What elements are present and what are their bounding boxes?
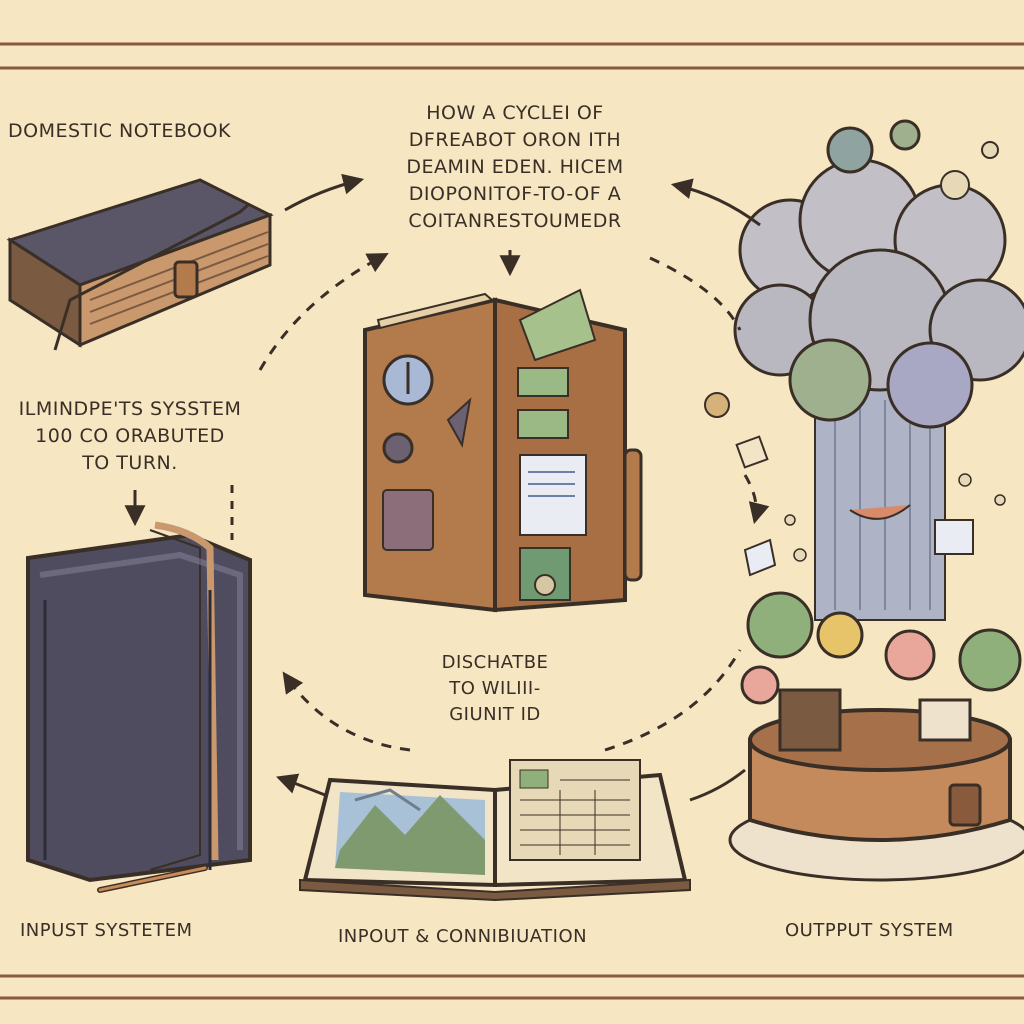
cycle-description: HOW A CYCLEI OF DFREABOT ORON ITH DEAMIN… [360, 100, 670, 235]
input-combination-label: INPOUT & CONNIBIUATION [338, 926, 588, 947]
system-note-line-2: 100 CO ORABUTED [35, 425, 225, 447]
system-note: ILMINDPE'TS SYSSTEM 100 CO ORABUTED TO T… [0, 396, 260, 477]
cycle-description-line-4: DIOPONITOF-TO-OF A [408, 183, 622, 205]
discharge-note: DISCHATBE TO WILIII- GIUNIT ID [415, 650, 575, 728]
system-note-line-3: TO TURN. [82, 452, 178, 474]
output-system-label: OUTPPUT SYSTEM [785, 920, 954, 941]
discharge-note-line-2: TO WILIII- [449, 678, 541, 699]
border-frame [0, 42, 1024, 1000]
discharge-note-line-3: GIUNIT ID [449, 704, 541, 725]
domestic-notebook-label: DOMESTIC NOTEBOOK [8, 120, 231, 142]
cycle-description-line-5: COITANRESTOUMEDR [408, 210, 622, 232]
input-system-notebook [26, 521, 252, 893]
discharge-note-line-1: DISCHATBE [441, 652, 549, 673]
domestic-notebook-illustration [6, 178, 274, 351]
cycle-arrows [124, 173, 770, 802]
organizer-wallet [363, 288, 643, 613]
open-book-illustration [299, 759, 691, 902]
input-system-label: INPUST SYSTETEM [20, 920, 193, 941]
cycle-description-line-2: DFREABOT ORON ITH [408, 129, 622, 151]
system-note-line-1: ILMINDPE'TS SYSSTEM [18, 398, 242, 420]
cycle-description-line-3: DEAMIN EDEN. HICEM [406, 156, 624, 178]
cycle-description-line-1: HOW A CYCLEI OF [426, 102, 604, 124]
output-system-illustration [704, 119, 1024, 882]
